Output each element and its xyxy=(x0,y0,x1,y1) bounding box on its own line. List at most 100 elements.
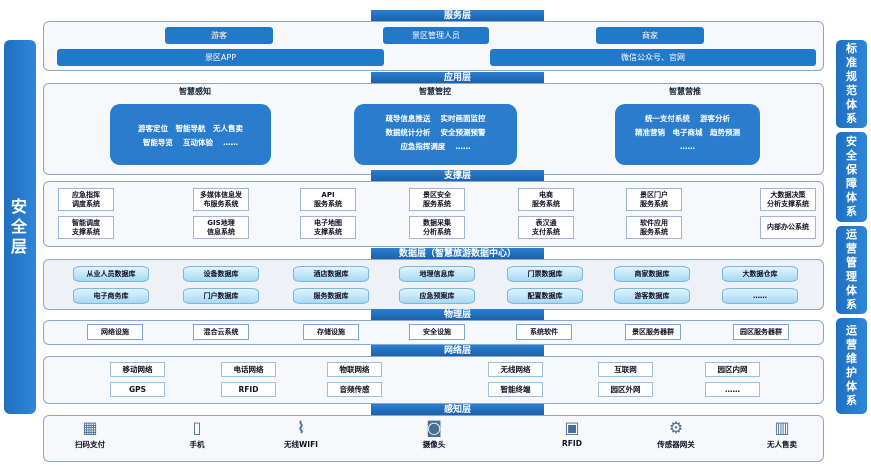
database-cylinder: 地理信息库 xyxy=(399,266,475,282)
network-item-box: 园区外网 xyxy=(598,382,653,397)
support-system-box: 景区安全 服务系统 xyxy=(409,188,465,211)
support-system-box: 内部办公系统 xyxy=(760,216,816,239)
app-line: 智能导览 互动体验 …… xyxy=(142,138,239,147)
wifi-router-icon: ⌇ xyxy=(297,418,305,437)
security-layer: 安全层 xyxy=(4,40,36,414)
support-system-box: 大数据决策 分析支撑系统 xyxy=(760,188,816,211)
app-line: 精准营销 电子商城 趋势预测 xyxy=(635,128,740,137)
network-item-box: GPS xyxy=(110,382,165,397)
network-item-box: 物联网络 xyxy=(327,362,382,377)
sensing-device: ◙ 摄像头 xyxy=(404,419,464,459)
sensing-device: ▥ 无人售卖 xyxy=(752,419,812,459)
network-item-box: 移动网络 xyxy=(110,362,165,377)
network-item-box: 互联网 xyxy=(598,362,653,377)
sensing-layer-panel xyxy=(43,415,824,462)
sensing-device-label: 摄像头 xyxy=(422,440,446,449)
rfid-icon: ▣ xyxy=(564,418,580,437)
app-line: 数据统计分析 安全预测预警 xyxy=(385,128,486,137)
app-line: …… xyxy=(680,142,695,151)
app-line: 疏导信息推送 实时画面监控 xyxy=(385,114,486,123)
service-merchant: 商家 xyxy=(596,27,704,44)
support-system-box: 景区门户 服务系统 xyxy=(626,188,682,211)
sensor-gateway-icon: ⚙ xyxy=(668,418,684,437)
physical-facility-box: 景区服务器群 xyxy=(625,324,681,340)
database-cylinder: 门票数据库 xyxy=(507,266,583,282)
support-system-box: GIS地理 信息系统 xyxy=(193,216,249,239)
support-layer-label: 支撑层 xyxy=(371,170,544,182)
database-cylinder: 从业人员数据库 xyxy=(73,266,149,282)
app-line: 应急指挥调度 …… xyxy=(400,142,471,151)
standards-system: 标准规范体系 xyxy=(836,40,867,128)
phone-icon: ▯ xyxy=(192,418,202,437)
network-item-box: 智能终端 xyxy=(488,382,543,397)
sensing-device-label: RFID xyxy=(562,439,582,448)
app-line: 统一支付系统 游客分析 xyxy=(644,114,731,123)
service-staff: 景区管理人员 xyxy=(383,27,489,44)
app-group-title: 智慧营推 xyxy=(669,87,701,96)
physical-facility-box: 系统软件 xyxy=(516,324,572,340)
sensing-device: ⌇ 无线WIFI xyxy=(271,419,331,459)
support-system-box: 数据采集 分析系统 xyxy=(409,216,465,239)
network-layer-label: 网络层 xyxy=(371,345,544,357)
app-group-title: 智慧感知 xyxy=(179,87,211,96)
network-item-box: 无线网络 xyxy=(488,362,543,377)
support-system-box: 智能调度 支撑系统 xyxy=(58,216,114,239)
sensing-device-label: 无线WIFI xyxy=(284,440,318,449)
database-cylinder: 服务数据库 xyxy=(293,288,369,304)
camera-icon: ◙ xyxy=(426,418,442,437)
security-assurance-system: 安全保障体系 xyxy=(836,132,867,222)
support-system-box: 表汉通 支付系统 xyxy=(518,216,574,239)
physical-facility-box: 网络设施 xyxy=(87,324,143,340)
database-cylinder: 门户数据库 xyxy=(183,288,259,304)
vending-icon: ▥ xyxy=(774,418,790,437)
database-cylinder: 大数据仓库 xyxy=(722,266,798,282)
sensing-device: ▣ RFID xyxy=(542,419,602,459)
physical-layer-label: 物理层 xyxy=(371,309,544,321)
database-cylinder: 配置数据库 xyxy=(507,288,583,304)
support-system-box: API 服务系统 xyxy=(300,188,356,211)
service-layer-label: 服务层 xyxy=(371,10,544,22)
sensing-device: ▦ 扫码支付 xyxy=(60,419,120,459)
database-cylinder: 商家数据库 xyxy=(614,266,690,282)
support-system-box: 电商 服务系统 xyxy=(518,188,574,211)
physical-facility-box: 混合云系统 xyxy=(193,324,249,340)
app-group-title: 智慧管控 xyxy=(419,87,451,96)
physical-facility-box: 安全设施 xyxy=(409,324,465,340)
service-wechat: 微信公众号、官网 xyxy=(490,49,816,66)
support-system-box: 电子地图 支撑系统 xyxy=(300,216,356,239)
app-layer-label: 应用层 xyxy=(371,72,544,84)
database-cylinder: 应急预案库 xyxy=(399,288,475,304)
database-cylinder: 设备数据库 xyxy=(183,266,259,282)
sensing-device-label: 手机 xyxy=(189,440,205,449)
network-item-box: RFID xyxy=(221,382,276,397)
database-cylinder: 酒店数据库 xyxy=(293,266,369,282)
physical-facility-box: 存储设施 xyxy=(303,324,359,340)
network-item-box: 园区内网 xyxy=(705,362,760,377)
sensing-device-label: 传感器网关 xyxy=(657,440,695,449)
network-item-box: …… xyxy=(705,382,760,397)
app-group-control: 疏导信息推送 实时画面监控 数据统计分析 安全预测预警 应急指挥调度 …… xyxy=(354,104,517,165)
qr-payment-icon: ▦ xyxy=(82,418,98,437)
physical-facility-box: 园区服务器群 xyxy=(733,324,789,340)
network-item-box: 音频传感 xyxy=(327,382,382,397)
app-group-perception: 游客定位 智能导航 无人售卖 智能导览 互动体验 …… xyxy=(110,104,271,165)
operation-maintenance-system: 运营维护体系 xyxy=(836,318,867,414)
service-app: 景区APP xyxy=(57,49,384,66)
operation-management-system: 运营管理体系 xyxy=(836,226,867,314)
sensing-device: ▯ 手机 xyxy=(167,419,227,459)
app-line: 游客定位 智能导航 无人售卖 xyxy=(138,124,243,133)
network-item-box: 电话网络 xyxy=(221,362,276,377)
support-system-box: 软件应用 服务系统 xyxy=(626,216,682,239)
sensing-device: ⚙ 传感器网关 xyxy=(646,419,706,459)
data-layer-label: 数据层（智慧旅游数据中心） xyxy=(371,248,544,260)
database-cylinder: …… xyxy=(722,288,798,304)
support-system-box: 应急指挥 调度系统 xyxy=(58,188,114,211)
database-cylinder: 游客数据库 xyxy=(614,288,690,304)
service-tourist: 游客 xyxy=(165,27,273,44)
sensing-device-label: 扫码支付 xyxy=(75,440,105,449)
sensing-device-label: 无人售卖 xyxy=(767,440,797,449)
network-layer-panel xyxy=(43,356,824,404)
support-system-box: 多媒体信息发 布服务系统 xyxy=(193,188,249,211)
app-group-marketing: 统一支付系统 游客分析 精准营销 电子商城 趋势预测 …… xyxy=(615,104,760,165)
database-cylinder: 电子商务库 xyxy=(73,288,149,304)
